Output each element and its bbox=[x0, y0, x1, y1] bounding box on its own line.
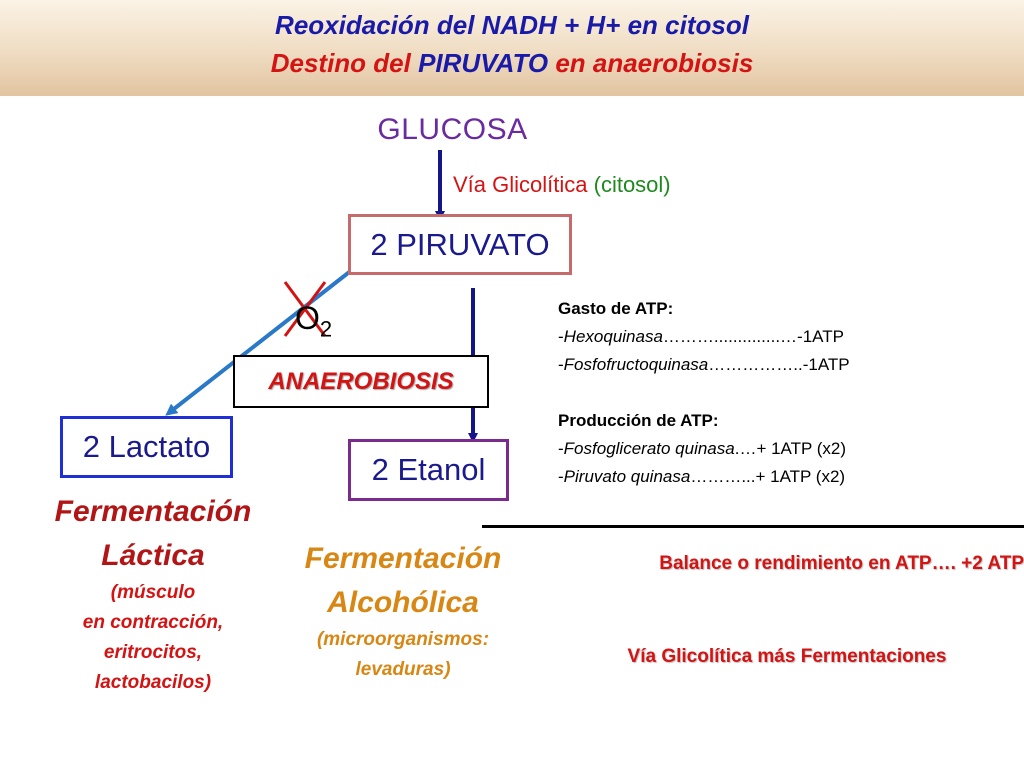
title-line-2-piruvato: PIRUVATO bbox=[418, 48, 549, 78]
row-name: Fosfoglicerato quinasa bbox=[563, 439, 735, 458]
via-glicolitica-footer: Vía Glicolítica más Fermentaciones bbox=[627, 646, 947, 667]
row-name: Fosfofructoquinasa bbox=[563, 355, 709, 374]
row-value: -1ATP bbox=[802, 355, 850, 374]
etanol-box: 2 Etanol bbox=[348, 439, 509, 501]
oxygen-label: O2 bbox=[295, 300, 332, 342]
fermentacion-lactica-detail-4: lactobacilos) bbox=[94, 672, 212, 693]
row-value: + 1ATP (x2) bbox=[756, 439, 847, 458]
row-prefix: - bbox=[558, 467, 564, 486]
produccion-row-fosfoglicerato-quinasa: - Fosfoglicerato quinasa .… + 1ATP (x2) bbox=[558, 435, 1024, 463]
row-name: Piruvato quinasa bbox=[563, 467, 691, 486]
fermentacion-alcoholica: Fermentación Alcohólica (microorganismos… bbox=[260, 537, 546, 685]
balance-divider bbox=[482, 525, 1024, 528]
via-glicolitica-location: (citosol) bbox=[593, 172, 671, 197]
title-line-1: Reoxidación del NADH + H+ en citosol bbox=[275, 10, 749, 40]
atp-panel: Gasto de ATP: - Hexoquinasa………..........… bbox=[558, 295, 1024, 491]
row-dots: ………... bbox=[690, 467, 756, 486]
row-name: Hexoquinasa bbox=[563, 327, 663, 346]
row-prefix: - bbox=[558, 439, 564, 458]
oxygen-symbol: O bbox=[295, 300, 320, 336]
row-dots: ………..............… bbox=[662, 327, 798, 346]
fermentacion-lactica-line-2: Láctica bbox=[101, 539, 205, 572]
atp-balance: Balance o rendimiento en ATP…. +2 ATP bbox=[659, 553, 1024, 574]
via-glicolitica-label: Vía Glicolítica (citosol) bbox=[453, 170, 671, 200]
row-dots: …………….. bbox=[708, 355, 803, 374]
title-line-2-part-1: Destino del bbox=[270, 48, 419, 78]
fermentacion-alcoholica-detail-1: (microorganismos: bbox=[316, 629, 490, 650]
panel-spacer bbox=[558, 379, 1024, 407]
gasto-row-hexoquinasa: - Hexoquinasa………..............… -1ATP bbox=[558, 323, 1024, 351]
via-glicolitica-text: Vía Glicolítica bbox=[453, 172, 588, 197]
gasto-row-fosfofructoquinasa: - Fosfofructoquinasa…………….. -1ATP bbox=[558, 351, 1024, 379]
fermentacion-lactica-line-1: Fermentación bbox=[54, 495, 252, 528]
fermentacion-alcoholica-line-2: Alcohólica bbox=[327, 586, 479, 619]
title-banner: Reoxidación del NADH + H+ en citosol Des… bbox=[0, 0, 1024, 96]
oxygen-subscript: 2 bbox=[319, 316, 333, 342]
row-dots: .… bbox=[734, 439, 757, 458]
produccion-atp-heading: Producción de ATP: bbox=[558, 411, 719, 430]
fermentacion-alcoholica-detail-2: levaduras) bbox=[355, 659, 451, 680]
row-prefix: - bbox=[558, 355, 564, 374]
fermentacion-lactica-detail-2: en contracción, bbox=[82, 612, 224, 633]
fermentacion-lactica: Fermentación Láctica (músculo en contrac… bbox=[10, 490, 296, 698]
row-value: -1ATP bbox=[797, 327, 844, 346]
glucosa-label: GLUCOSA bbox=[377, 113, 528, 146]
title-line-2: Destino del PIRUVATO en anaerobiosis bbox=[0, 48, 1024, 78]
row-value: + 1ATP (x2) bbox=[755, 467, 846, 486]
produccion-row-piruvato-quinasa: - Piruvato quinasa ………... + 1ATP (x2) bbox=[558, 463, 1024, 491]
piruvato-box: 2 PIRUVATO bbox=[348, 214, 572, 275]
anaerobiosis-box: ANAEROBIOSIS bbox=[233, 355, 489, 408]
gasto-atp-heading: Gasto de ATP: bbox=[558, 299, 674, 318]
lactato-box: 2 Lactato bbox=[60, 416, 233, 478]
row-prefix: - bbox=[558, 327, 564, 346]
title-line-2-part-3: en anaerobiosis bbox=[548, 48, 754, 78]
fermentacion-alcoholica-line-1: Fermentación bbox=[304, 542, 502, 575]
fermentacion-lactica-detail-1: (músculo bbox=[110, 582, 196, 603]
fermentacion-lactica-detail-3: eritrocitos, bbox=[103, 642, 203, 663]
